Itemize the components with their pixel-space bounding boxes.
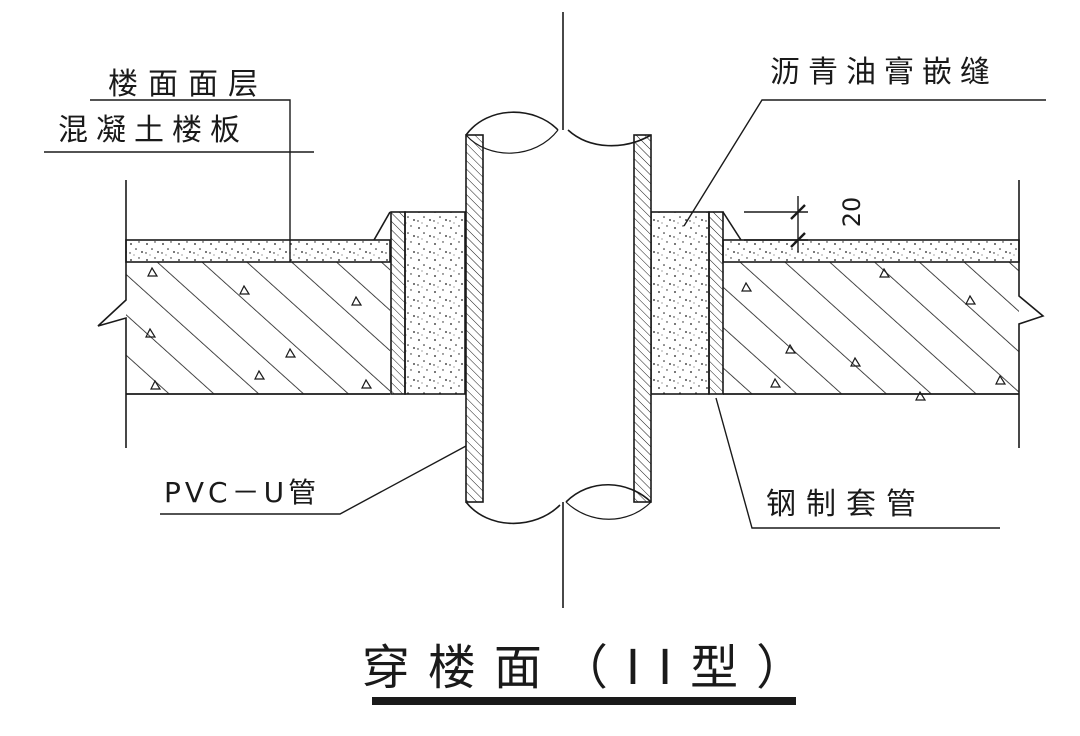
left-asphalt-filler [404,211,466,395]
pvc-pipe [465,111,652,525]
steel-sleeve-label: 钢制套管 [766,487,926,522]
leader-lines [44,99,1046,529]
right-steel-sleeve [708,211,724,395]
right-concrete-slab [723,262,1019,394]
pipe-wall-left [465,134,484,503]
asphalt-joint-label: 沥青油膏嵌缝 [770,55,998,90]
pvc-pipe-label: PVC－U管 [164,476,320,509]
floor-surface-label: 楼面面层 [108,67,268,102]
dimension-20: 20 [744,196,866,252]
left-break-line [97,180,127,448]
pipe-wall-right [633,134,652,503]
concrete-slab-label: 混凝土楼板 [58,113,248,148]
left-floor-surface [125,239,391,263]
left-steel-sleeve [390,211,406,395]
title-underline [372,697,796,705]
dimension-label: 20 [838,197,866,228]
right-slab [722,180,1045,448]
diagram-title: 穿楼面（II型） [362,640,822,696]
left-slab [97,180,391,448]
right-asphalt-filler [650,211,710,395]
right-break-line [1018,180,1045,448]
right-floor-surface [722,239,1020,263]
